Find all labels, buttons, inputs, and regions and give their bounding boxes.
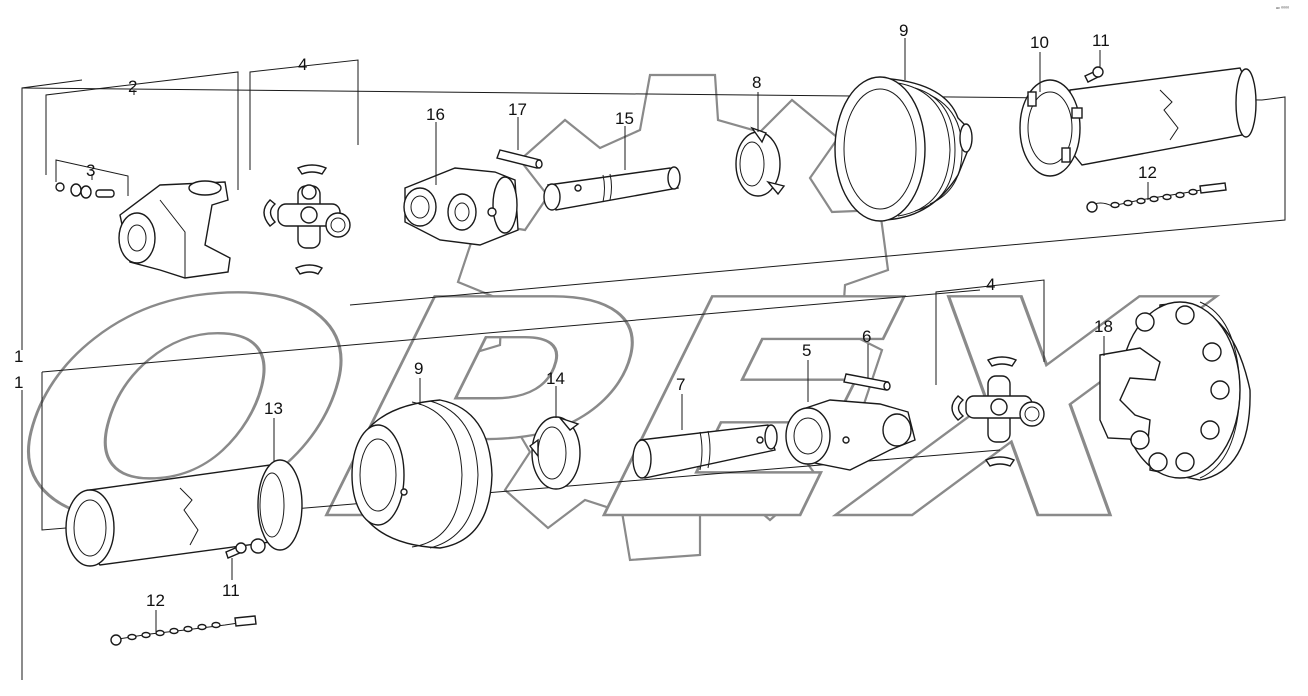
- label-15: 15: [615, 109, 634, 128]
- part-3-pin-set: [55, 182, 115, 199]
- part-18-flange-yoke: [1099, 301, 1251, 481]
- part-2-yoke: [118, 180, 231, 279]
- label-1-top: 1: [14, 347, 23, 366]
- label-1-left: 1: [14, 373, 23, 392]
- part-8-bearing-ring: [735, 126, 786, 197]
- bracket-3: [55, 159, 129, 196]
- part-6-roll-pin: [843, 373, 891, 391]
- label-9-bottom: 9: [414, 359, 423, 378]
- part-5-yoke: [785, 399, 916, 471]
- label-8: 8: [752, 73, 761, 92]
- bottom-axis-line: [41, 372, 1001, 531]
- label-2: 2: [128, 77, 137, 96]
- label-11-bottom: 11: [222, 581, 240, 600]
- label-4-bottom: 4: [986, 275, 995, 294]
- chain-links-bottom: [127, 621, 221, 641]
- label-16: 16: [426, 105, 445, 124]
- leader-lines: [91, 38, 1149, 632]
- part-13-outer-tube-bottom: [65, 459, 303, 567]
- bracket-4-bottom: [935, 279, 1045, 385]
- part-11-screw-bottom: [225, 542, 247, 559]
- part-16-clamp-yoke: [403, 167, 519, 246]
- label-9-top: 9: [899, 21, 908, 40]
- part-9-protection-cone-top: [834, 76, 973, 222]
- label-10: 10: [1030, 33, 1049, 52]
- label-18: 18: [1094, 317, 1113, 336]
- chain-links-top: [1110, 188, 1198, 209]
- part-12-safety-chain-bottom: [110, 615, 257, 646]
- bracket-4-top: [249, 59, 359, 170]
- bracket-2: [45, 71, 239, 190]
- flange-bolts: [1130, 305, 1230, 472]
- label-17: 17: [508, 100, 527, 119]
- part-14-bearing-ring: [529, 416, 581, 490]
- part-7-inner-tube: [632, 424, 778, 479]
- part-12-safety-chain-top: [1086, 182, 1227, 213]
- part-4-cross-kit-bottom: [951, 356, 1045, 467]
- assembly-frame: [21, 59, 1286, 680]
- label-7: 7: [676, 375, 685, 394]
- part-4-cross-kit-top: [263, 164, 351, 275]
- part-11-screw-top: [1084, 66, 1104, 83]
- part-17-roll-pin: [496, 149, 543, 169]
- label-12-bottom: 12: [146, 591, 165, 610]
- label-6: 6: [862, 327, 871, 346]
- bottom-axis-top: [41, 289, 981, 373]
- part-9-protection-cone-bottom: [351, 399, 493, 549]
- part-15-inner-tube: [543, 166, 681, 211]
- label-14: 14: [546, 369, 565, 388]
- label-3: 3: [86, 161, 95, 180]
- callout-labels: 1 1 2 3 4 16 17 15 8 9 10 11 12 4 18 6 5…: [14, 21, 1157, 610]
- label-13: 13: [264, 399, 283, 418]
- corner-mark: ᵃᵒ ⁰⁰⁰⁰: [1276, 6, 1289, 12]
- label-5: 5: [802, 341, 811, 360]
- top-assembly-bracket-right: [349, 96, 1286, 306]
- label-11-top: 11: [1092, 31, 1110, 50]
- label-12-top: 12: [1138, 163, 1157, 182]
- part-10-outer-tube-top: [1019, 67, 1257, 177]
- label-4-top: 4: [298, 55, 307, 74]
